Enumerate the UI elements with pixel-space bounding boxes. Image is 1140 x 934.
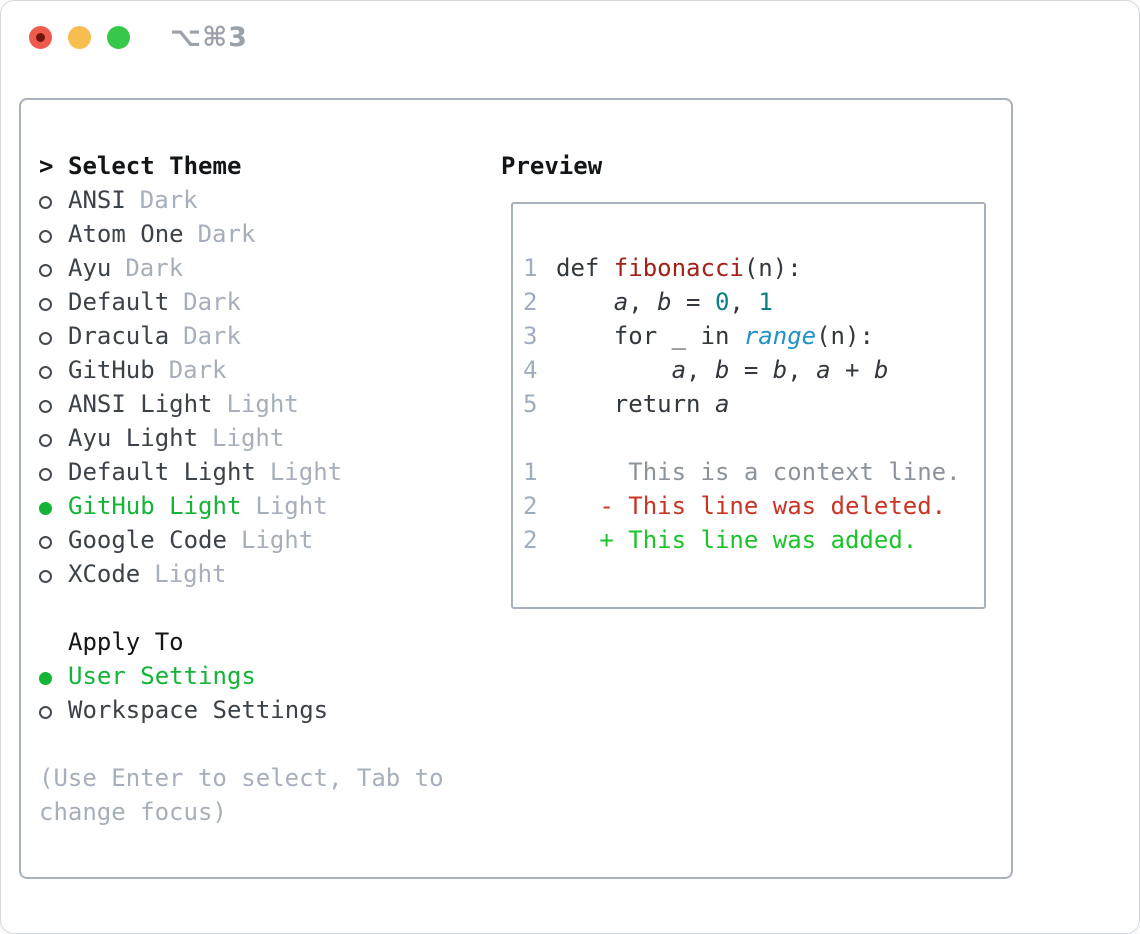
variant-badge: Dark (183, 322, 241, 350)
radio-icon (39, 285, 68, 319)
theme-item-ayu-light[interactable]: Ayu Light Light (39, 421, 342, 455)
item-label: GitHub (68, 356, 155, 384)
variant-badge: Light (255, 492, 328, 520)
titlebar: ⌥⌘3 (29, 22, 248, 53)
line-number: 1 (523, 254, 538, 282)
close-button[interactable] (29, 26, 52, 49)
variant-badge: Light (226, 390, 299, 418)
theme-list-header: > Select Theme (39, 149, 342, 183)
apply-to-title: Apply To (68, 628, 184, 656)
item-label: Ayu Light (68, 424, 199, 452)
variant-badge: Light (154, 560, 227, 588)
radio-selected-icon (39, 659, 68, 693)
item-label: Atom One (68, 220, 184, 248)
code-line: 2 a, b = 0, 1 (523, 285, 984, 319)
theme-item-dracula[interactable]: Dracula Dark (39, 319, 342, 353)
line-number: 4 (523, 356, 538, 384)
variant-badge: Dark (139, 186, 198, 214)
line-number: 2 (523, 526, 538, 554)
line-number (523, 421, 556, 455)
code-line: 5 return a (523, 387, 984, 421)
radio-icon (39, 523, 68, 557)
code-line: 3 for _ in range(n): (523, 319, 984, 353)
apply-item-workspace-settings[interactable]: Workspace Settings (39, 693, 328, 727)
line-number: 2 (523, 288, 538, 316)
item-label: Ayu (68, 254, 112, 282)
radio-icon (39, 183, 68, 217)
theme-item-ansi-light[interactable]: ANSI Light Light (39, 387, 342, 421)
variant-badge: Light (269, 458, 343, 486)
radio-icon (39, 387, 68, 421)
line-number: 2 (523, 492, 538, 520)
apply-item-user-settings[interactable]: User Settings (39, 659, 328, 693)
item-label: ANSI (68, 186, 126, 214)
theme-item-ayu[interactable]: Ayu Dark (39, 251, 342, 285)
code-line: 2 + This line was added. (523, 523, 984, 557)
radio-icon (39, 217, 68, 251)
cursor-arrow-icon: > (39, 152, 54, 180)
minimize-button[interactable] (68, 26, 91, 49)
variant-badge: Dark (125, 254, 184, 282)
theme-item-github-light[interactable]: GitHub Light Light (39, 489, 342, 523)
apply-to-header: Apply To (39, 625, 328, 659)
theme-item-atom-one[interactable]: Atom One Dark (39, 217, 342, 251)
item-label: User Settings (68, 662, 256, 690)
item-label: XCode (68, 560, 141, 588)
line-number: 1 (523, 458, 538, 486)
item-label: Google Code (68, 526, 227, 554)
item-label: ANSI Light (68, 390, 213, 418)
window-title: ⌥⌘3 (170, 22, 248, 53)
item-label: Workspace Settings (68, 696, 329, 724)
theme-list-title: Select Theme (68, 152, 242, 180)
variant-badge: Dark (197, 220, 256, 248)
variant-badge: Dark (183, 288, 241, 316)
variant-badge: Light (212, 424, 285, 452)
line-number: 3 (523, 322, 538, 350)
item-label: Dracula (68, 322, 170, 350)
variant-badge: Dark (168, 356, 227, 384)
theme-item-github[interactable]: GitHub Dark (39, 353, 342, 387)
item-label: GitHub Light (68, 492, 242, 520)
theme-item-google-code[interactable]: Google Code Light (39, 523, 342, 557)
radio-icon (39, 421, 68, 455)
line-number: 5 (523, 390, 538, 418)
zoom-button[interactable] (107, 26, 130, 49)
radio-selected-icon (39, 489, 68, 523)
theme-item-default-light[interactable]: Default Light Light (39, 455, 342, 489)
radio-icon (39, 455, 68, 489)
theme-item-xcode[interactable]: XCode Light (39, 557, 342, 591)
keyboard-hint: (Use Enter to select, Tab to change focu… (39, 764, 444, 826)
radio-icon (39, 251, 68, 285)
radio-icon (39, 557, 68, 591)
radio-icon (39, 353, 68, 387)
theme-item-ansi[interactable]: ANSI Dark (39, 183, 342, 217)
item-label: Default (68, 288, 170, 316)
variant-badge: Light (240, 526, 314, 554)
preview-title: Preview (501, 152, 603, 180)
code-line: 4 a, b = b, a + b (523, 353, 984, 387)
radio-icon (39, 319, 68, 353)
code-line (523, 421, 984, 455)
code-line: 1 This is a context line. (523, 455, 984, 489)
radio-icon (39, 693, 68, 727)
item-label: Default Light (68, 458, 256, 486)
theme-item-default[interactable]: Default Dark (39, 285, 342, 319)
code-line: 2 - This line was deleted. (523, 489, 984, 523)
